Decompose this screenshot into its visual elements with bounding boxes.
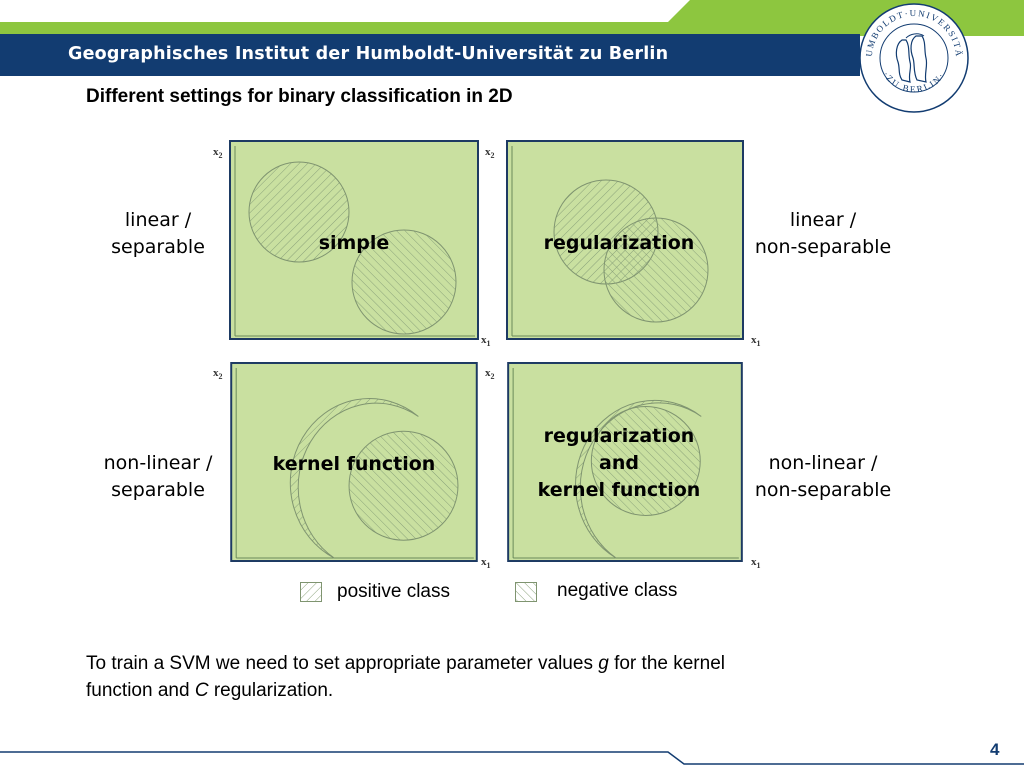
y-axis-label: x2	[213, 367, 223, 382]
panel-regularization-plot	[506, 140, 744, 340]
x-axis-label: x1	[481, 556, 491, 571]
panel-label-regularization: regularization	[543, 232, 695, 254]
panel-kernel-plot	[230, 362, 478, 562]
x-axis-label: x1	[751, 556, 761, 571]
row-label-non-linear-separable: non-linear / separable	[86, 450, 230, 504]
row-label-line: separable	[111, 479, 205, 501]
panel-label-simple: simple	[318, 232, 390, 254]
y-axis-label: x2	[485, 146, 495, 161]
legend-negative-label: negative class	[557, 580, 678, 601]
body-paragraph: To train a SVM we need to set appropriat…	[86, 650, 886, 704]
legend-positive-swatch	[300, 582, 322, 602]
y-axis-label: x2	[485, 367, 495, 382]
university-seal-logo: HUMBOLDT·UNIVERSITÄT ·ZU BERLIN·	[858, 2, 969, 113]
legend-positive-label: positive class	[337, 581, 450, 602]
header-bar	[0, 34, 860, 76]
y-axis-label: x2	[213, 146, 223, 161]
panel-label-kernel: kernel function	[272, 453, 436, 475]
row-label-line: non-linear /	[103, 452, 213, 474]
panel-label-line: and	[599, 452, 639, 474]
x-axis-label: x1	[481, 334, 491, 349]
institute-title: Geographisches Institut der Humboldt-Uni…	[68, 44, 669, 64]
panel-label-line: regularization	[543, 425, 695, 447]
panel-simple-plot	[229, 140, 479, 340]
header-accent-stripe	[0, 0, 1024, 36]
symbol-c: C	[194, 680, 209, 701]
footer-rule	[0, 751, 1024, 765]
row-label-line: linear /	[124, 209, 192, 231]
symbol-g: g	[598, 653, 609, 674]
page-number: 4	[990, 740, 1000, 759]
row-label-linear-separable: linear / separable	[88, 207, 228, 261]
body-text-segment: for the kernel	[608, 653, 725, 674]
legend-negative-swatch	[515, 582, 537, 602]
row-label-line: non-separable	[754, 479, 892, 501]
row-label-line: separable	[111, 236, 205, 258]
body-text-segment: function and	[86, 680, 195, 701]
x-axis-label: x1	[751, 334, 761, 349]
body-text-segment: To train a SVM we need to set appropriat…	[86, 653, 599, 674]
panel-regularization-kernel-plot	[507, 362, 743, 562]
body-text-segment: regularization.	[208, 680, 334, 701]
row-label-line: non-separable	[754, 236, 892, 258]
row-label-non-linear-non-separable: non-linear / non-separable	[740, 450, 906, 504]
row-label-linear-non-separable: linear / non-separable	[740, 207, 906, 261]
panel-label-line: kernel function	[537, 479, 701, 501]
row-label-line: non-linear /	[768, 452, 878, 474]
slide-heading: Different settings for binary classifica…	[86, 86, 513, 107]
panel-label-regularization-kernel: regularization and kernel function	[500, 423, 738, 504]
row-label-line: linear /	[789, 209, 857, 231]
